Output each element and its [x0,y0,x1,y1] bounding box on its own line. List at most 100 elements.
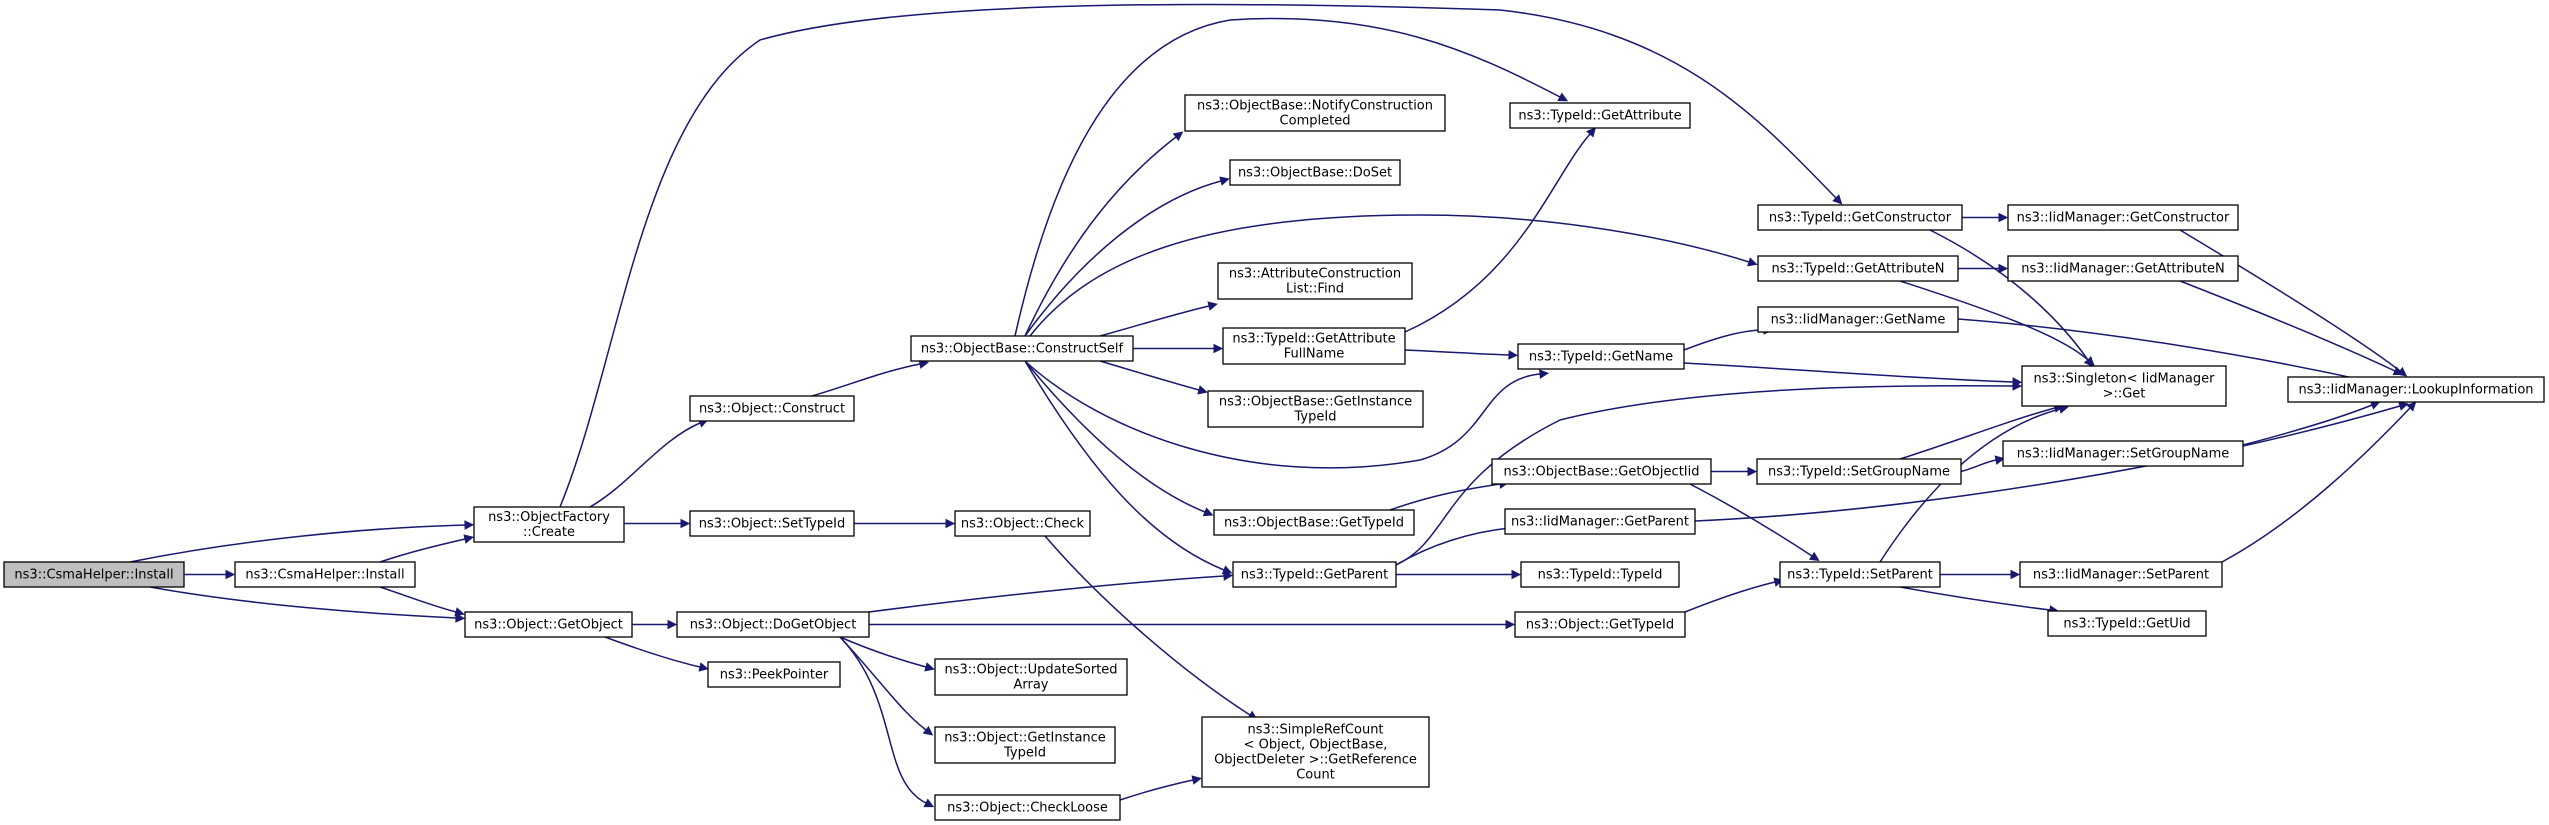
node-object-dogetobject[interactable]: ns3::Object::DoGetObject [676,611,870,638]
node-label-line: ns3::Object::Construct [699,402,845,417]
node-label-line: ns3::IidManager::GetConstructor [2017,211,2230,226]
edge-ob_getobjectiid-to-typeid_setparent [1689,483,1820,562]
node-box [1217,262,1413,300]
node-label-line: TypeId [1003,746,1046,761]
node-box [1222,327,1406,365]
node-typeid-getname[interactable]: ns3::TypeId::GetName [1517,343,1685,370]
node-box [934,794,1121,821]
node-label-line: ns3::Object::GetObject [474,618,623,633]
node-csma-install-root: ns3::CsmaHelper::Install [3,561,185,588]
node-object-checkloose[interactable]: ns3::Object::CheckLoose [934,794,1121,821]
edge-typeid_getattrfullname-to-typeid_getattribute [1404,127,1596,333]
node-label-line: ns3::ObjectBase::GetTypeId [1224,516,1404,531]
edge-typeid_getconstructor-to-iid_getconstructor [1962,212,2009,223]
node-label-line: ns3::CsmaHelper::Install [14,568,173,583]
node-factory-create[interactable]: ns3::ObjectFactory::Create [473,506,625,543]
node-typeid-setparent[interactable]: ns3::TypeId::SetParent [1779,561,1941,588]
edge-ob_constructself-to-typeid_getattribute [1014,17,1569,337]
edge-object_gettypeid-to-typeid_setparent [1684,577,1784,613]
node-box [1517,343,1685,370]
edge-factory_create-to-typeid_getconstructor [559,3,1843,508]
edge-ob_constructself-to-ob_getinstancetypeid [1099,360,1208,395]
node-label-line: ns3::ObjectBase::NotifyConstruction [1197,99,1433,114]
node-ob-notify[interactable]: ns3::ObjectBase::NotifyConstructionCompl… [1184,94,1446,132]
node-ob-doset[interactable]: ns3::ObjectBase::DoSet [1229,159,1401,186]
node-iid-setgroupname[interactable]: ns3::IidManager::SetGroupName [2002,440,2244,467]
node-peekpointer[interactable]: ns3::PeekPointer [707,661,841,688]
node-iid-lookupinformation[interactable]: ns3::IidManager::LookupInformation [2287,376,2545,403]
node-iid-setparent[interactable]: ns3::IidManager::SetParent [2019,561,2223,588]
node-box [910,335,1134,362]
edge-csma_install_root-to-object_getobject [149,586,466,623]
edge-object_dogetobject-to-object_gettypeid [869,619,1516,630]
node-label-line: ns3::Object::UpdateSorted [944,663,1117,678]
node-typeid-getuid[interactable]: ns3::TypeId::GetUid [2047,610,2207,637]
edge-typeid_getname-to-singleton_get [1683,362,2023,387]
node-typeid-setgroupname[interactable]: ns3::TypeId::SetGroupName [1756,458,1962,485]
edge-ob_constructself-to-typeid_getattrfullname [1132,343,1224,354]
node-label-line: ns3::Object::DoGetObject [690,618,857,633]
node-object-settypeid[interactable]: ns3::Object::SetTypeId [689,510,855,537]
node-iid-getattributen[interactable]: ns3::IidManager::GetAttributeN [2007,255,2239,282]
node-ob-gettypeid[interactable]: ns3::ObjectBase::GetTypeId [1213,509,1415,536]
edge-ob_gettypeid-to-ob_getobjectiid [1389,479,1510,511]
node-label-line: ns3::IidManager::GetAttributeN [2021,262,2225,277]
node-object-check[interactable]: ns3::Object::Check [954,510,1091,537]
node-object-gettypeid[interactable]: ns3::Object::GetTypeId [1514,611,1686,638]
node-object-getobject[interactable]: ns3::Object::GetObject [464,611,633,638]
node-box [1509,102,1691,129]
node-box [676,611,870,638]
node-object-construct[interactable]: ns3::Object::Construct [689,395,855,422]
node-label-line: ns3::IidManager::GetParent [1511,515,1689,530]
node-typeid-getparent[interactable]: ns3::TypeId::GetParent [1232,561,1397,588]
node-simplerefcount[interactable]: ns3::SimpleRefCount< Object, ObjectBase,… [1201,716,1430,788]
node-typeid-getconstructor[interactable]: ns3::TypeId::GetConstructor [1757,204,1963,231]
node-typeid-getattribute[interactable]: ns3::TypeId::GetAttribute [1509,102,1691,129]
node-iid-getname[interactable]: ns3::IidManager::GetName [1757,306,1959,333]
node-box [1184,94,1446,132]
node-label-line: ObjectDeleter >::GetReference [1214,753,1417,768]
edge-typeid_getattributen-to-iid_getattributen [1958,263,2009,274]
node-label-line: ns3::Object::Check [961,517,1085,532]
node-label-line: Completed [1280,114,1351,129]
node-label-line: ns3::CsmaHelper::Install [245,568,404,583]
node-iid-getparent[interactable]: ns3::IidManager::GetParent [1504,508,1696,535]
edge-object_construct-to-ob_constructself [811,359,929,397]
node-singleton-get[interactable]: ns3::Singleton< IidManager >::Get [2021,365,2227,407]
edge-typeid_getparent-to-typeid_typeid [1395,569,1522,580]
node-ob-constructself[interactable]: ns3::ObjectBase::ConstructSelf [910,335,1134,362]
node-box [1757,306,1959,333]
node-box [2002,440,2244,467]
node-box [1213,509,1415,536]
edge-typeid_getattrfullname-to-typeid_getname [1404,349,1519,360]
node-box [1779,561,1941,588]
node-label-line: ns3::TypeId::GetAttribute [1232,332,1395,347]
node-iid-getconstructor[interactable]: ns3::IidManager::GetConstructor [2007,204,2239,231]
node-typeid-getattributen[interactable]: ns3::TypeId::GetAttributeN [1757,255,1959,282]
edge-factory_create-to-object_construct [589,418,709,508]
edge-object_checkloose-to-simplerefcount [1119,775,1202,801]
node-label-line: ns3::IidManager::SetParent [2033,568,2209,583]
edge-csma_install_root-to-factory_create [129,520,475,563]
edge-csma_install_root-to-csma_install [183,569,236,580]
node-label-line: ns3::Singleton< IidManager [2033,372,2215,387]
node-box [1520,561,1680,588]
edge-typeid_getattributen-to-singleton_get [1899,280,2095,367]
node-box [234,561,416,588]
node-ob-getobjectiid[interactable]: ns3::ObjectBase::GetObjectIid [1491,458,1712,485]
node-label-line: Count [1296,768,1335,783]
node-box [1756,458,1962,485]
node-label-line: < Object, ObjectBase, [1244,738,1388,753]
node-box [934,658,1128,696]
node-box [2007,255,2239,282]
node-csma-install[interactable]: ns3::CsmaHelper::Install [234,561,416,588]
edge-iid_getattributen-to-iid_lookupinformation [2179,280,2404,376]
edge-typeid_setparent-to-iid_setparent [1939,569,2021,580]
node-typeid-typeid[interactable]: ns3::TypeId::TypeId [1520,561,1680,588]
